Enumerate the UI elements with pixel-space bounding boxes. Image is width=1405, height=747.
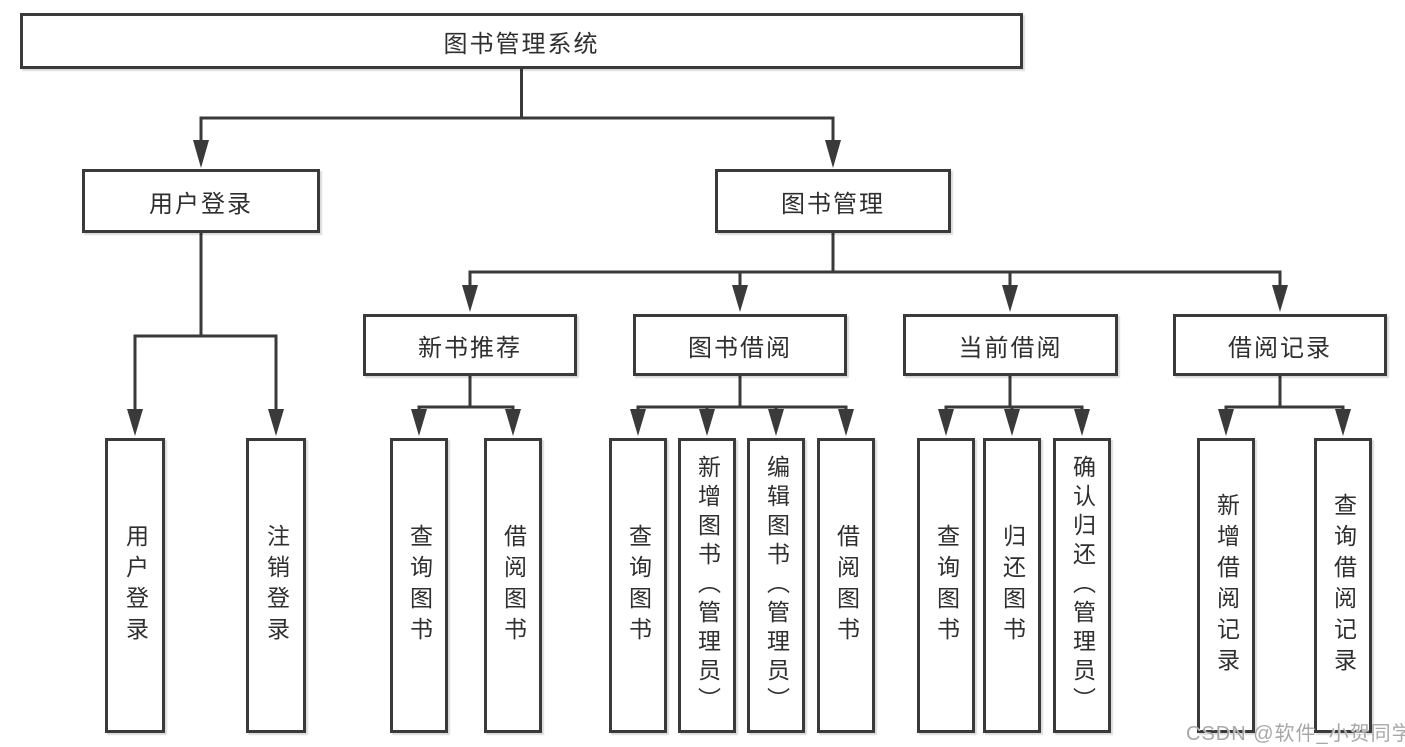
leaf-recommend-borrow-books: 借阅图书	[484, 438, 542, 733]
leaf-user-login: 用户登录	[105, 438, 165, 733]
leaf-edit-books-admin: 编辑图书（管理员）	[747, 438, 805, 733]
connector-userlogin-to-leaves	[133, 233, 278, 411]
leaf-add-books-admin: 新增图书（管理员）	[678, 438, 736, 733]
leaf-confirm-return-admin: 确认归还（管理员）	[1053, 438, 1111, 733]
node-user-login-branch: 用户登录	[82, 169, 320, 233]
leaf-borrow-query-books: 查询图书	[609, 438, 667, 733]
connector-records-to-leaves	[1224, 376, 1345, 410]
leaf-add-borrow-record: 新增借阅记录	[1197, 438, 1255, 733]
connector-root-to-level2	[199, 69, 835, 142]
arrowheads	[127, 140, 1351, 436]
connector-recommend-to-leaves	[417, 376, 515, 410]
node-new-book-recommend: 新书推荐	[363, 314, 577, 376]
node-root-system: 图书管理系统	[20, 13, 1023, 69]
node-book-borrowing: 图书借阅	[633, 314, 847, 376]
connector-borrow-to-leaves	[636, 376, 848, 410]
connector-current-to-leaves	[944, 376, 1084, 410]
connector-bookmgmt-to-level3	[468, 233, 1282, 287]
leaf-borrow-books: 借阅图书	[817, 438, 875, 733]
leaf-recommend-query-books: 查询图书	[390, 438, 448, 733]
node-book-management-branch: 图书管理	[715, 169, 951, 233]
leaf-return-books: 归还图书	[983, 438, 1041, 733]
node-borrowing-records: 借阅记录	[1173, 314, 1387, 376]
node-current-borrowing: 当前借阅	[903, 314, 1118, 376]
leaf-current-query-books: 查询图书	[917, 438, 975, 733]
leaf-logout: 注销登录	[246, 438, 306, 733]
csdn-watermark: CSDN @软件_小贺同学	[1186, 723, 1405, 745]
leaf-query-borrow-record: 查询借阅记录	[1314, 438, 1372, 733]
